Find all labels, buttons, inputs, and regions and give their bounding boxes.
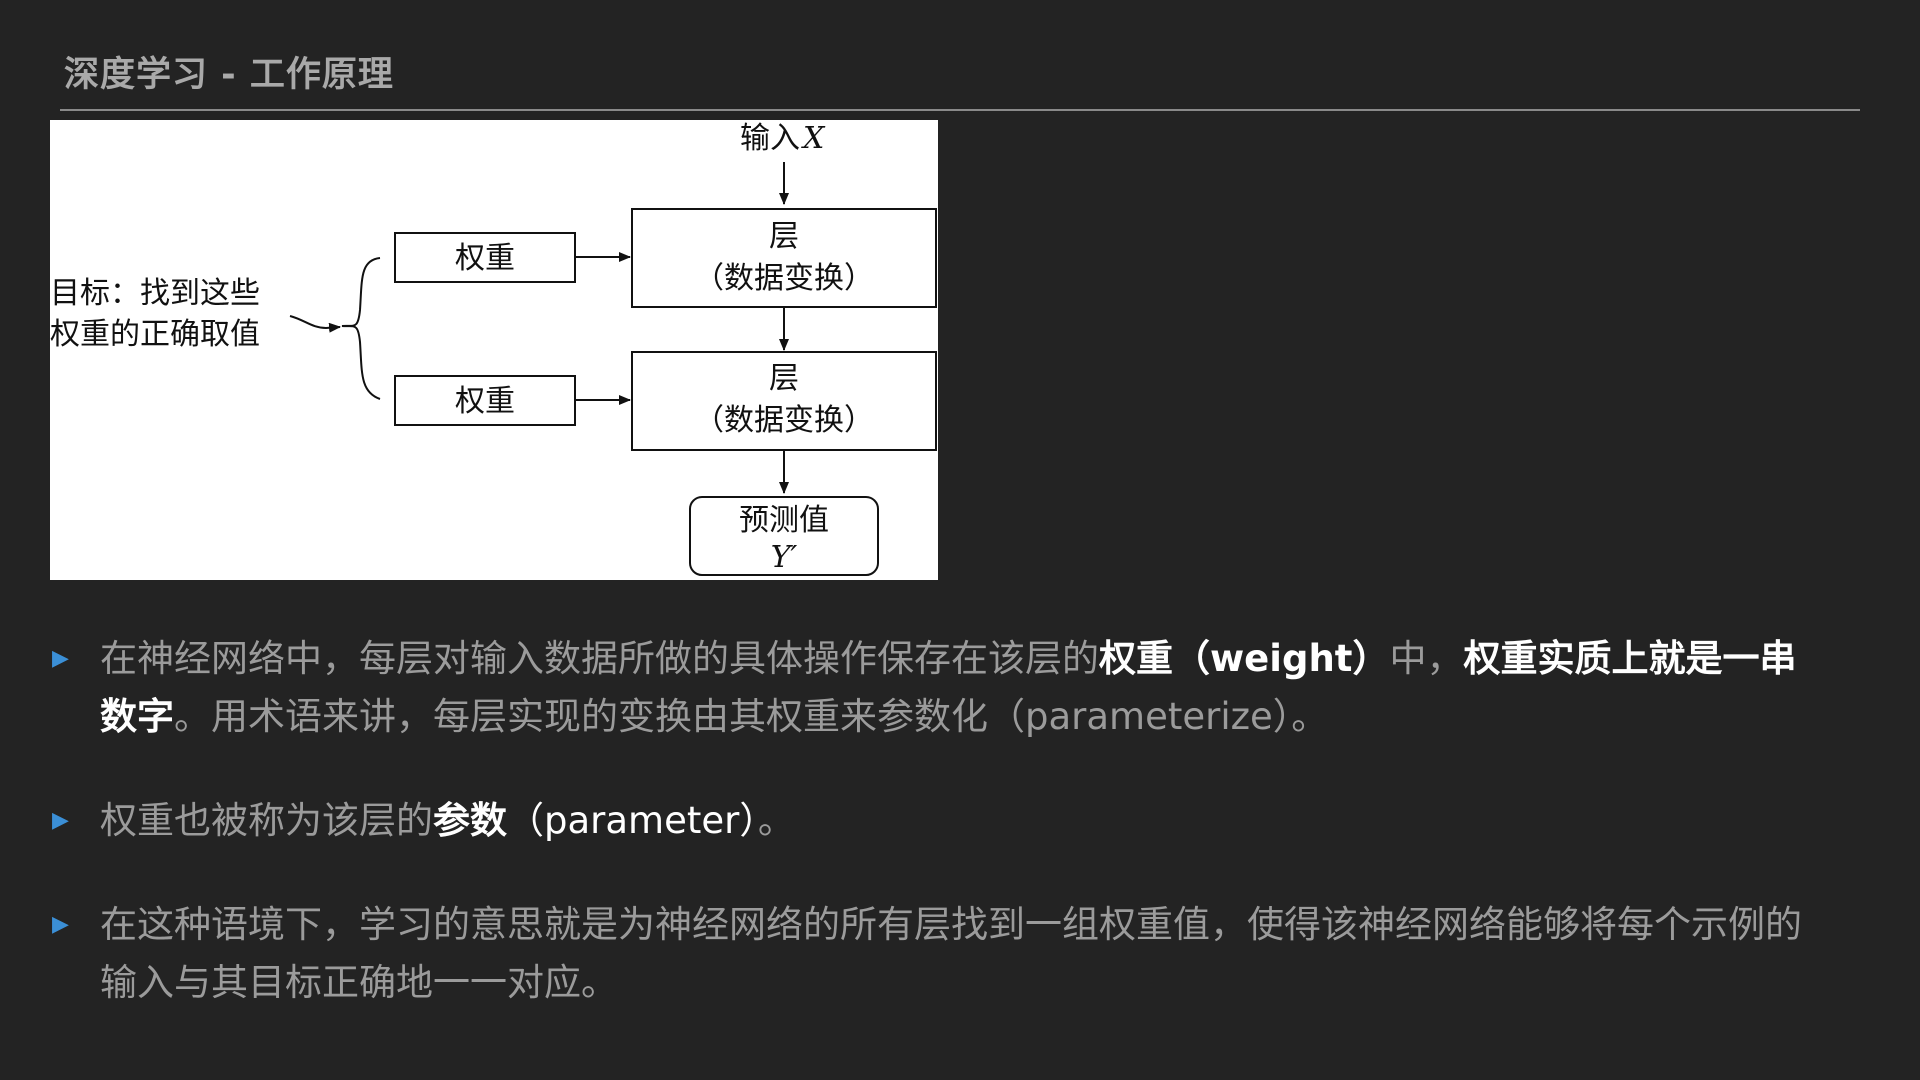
title-divider <box>60 109 1860 111</box>
bullet-2-text-a: 权重也被称为该层的 <box>100 799 433 842</box>
weight-box-1 <box>394 232 576 283</box>
goal-line-1: 目标：找到这些 <box>50 276 260 311</box>
layer-1-subtitle: （数据变换） <box>694 261 874 296</box>
weight-box-2 <box>394 375 576 426</box>
goal-pointer-arrow <box>289 315 341 333</box>
prediction-variable: Y′ <box>771 540 798 575</box>
bullet-item-1: ▶ 在神经网络中，每层对输入数据所做的具体操作保存在该层的权重（weight）中… <box>50 630 1830 746</box>
bullet-3-text: 在这种语境下，学习的意思就是为神经网络的所有层找到一组权重值，使得该神经网络能够… <box>100 903 1802 1004</box>
weights-brace <box>341 257 381 400</box>
input-label-text: 输入 <box>740 121 800 156</box>
bullet-item-2: ▶ 权重也被称为该层的参数（parameter）。 <box>50 792 1830 850</box>
triangle-right-icon: ▶ <box>52 646 69 671</box>
bullet-2-parameter-english: （parameter） <box>507 799 758 842</box>
layer-box-2 <box>631 351 937 451</box>
bullet-1-text-c: 。用术语来讲，每层实现的变换由其权重来参数化（parameterize）。 <box>174 695 1329 738</box>
layer-2-title: 层 <box>769 361 799 396</box>
goal-line-2: 权重的正确取值 <box>50 317 260 352</box>
prediction-title: 预测值 <box>739 503 829 538</box>
bullet-2-text-b: 。 <box>757 799 795 842</box>
layer-1-title: 层 <box>769 219 799 254</box>
weight-1-label: 权重 <box>455 241 515 276</box>
bullet-1-highlight-weight: 权重（weight） <box>1099 637 1390 680</box>
layer-box-1 <box>631 208 937 308</box>
triangle-right-icon: ▶ <box>52 912 69 937</box>
bullet-item-3: ▶ 在这种语境下，学习的意思就是为神经网络的所有层找到一组权重值，使得该神经网络… <box>50 896 1830 1012</box>
weight-2-label: 权重 <box>455 384 515 419</box>
bullet-1-text-b: 中， <box>1389 637 1464 680</box>
bullet-1-highlight-numbers: 权重实质上就是一串数字 <box>100 637 1797 738</box>
slide-title: 深度学习 - 工作原理 <box>64 55 394 95</box>
triangle-right-icon: ▶ <box>52 808 69 833</box>
bullet-1-text-a: 在神经网络中，每层对输入数据所做的具体操作保存在该层的 <box>100 637 1099 680</box>
bullet-list: ▶ 在神经网络中，每层对输入数据所做的具体操作保存在该层的权重（weight）中… <box>50 630 1830 1058</box>
prediction-box <box>689 496 879 576</box>
bullet-2-highlight-parameter: 参数 <box>433 799 507 842</box>
layer-2-subtitle: （数据变换） <box>694 403 874 438</box>
input-variable: X <box>801 121 826 156</box>
